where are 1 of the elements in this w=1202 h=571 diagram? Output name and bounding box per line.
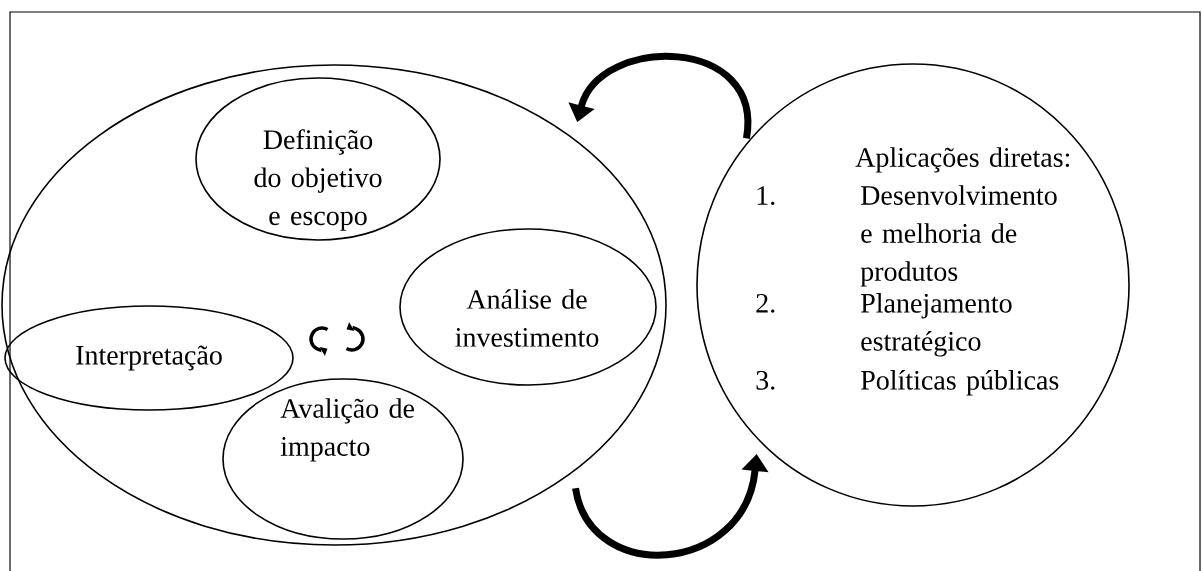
outer-ellipse — [1, 64, 667, 546]
